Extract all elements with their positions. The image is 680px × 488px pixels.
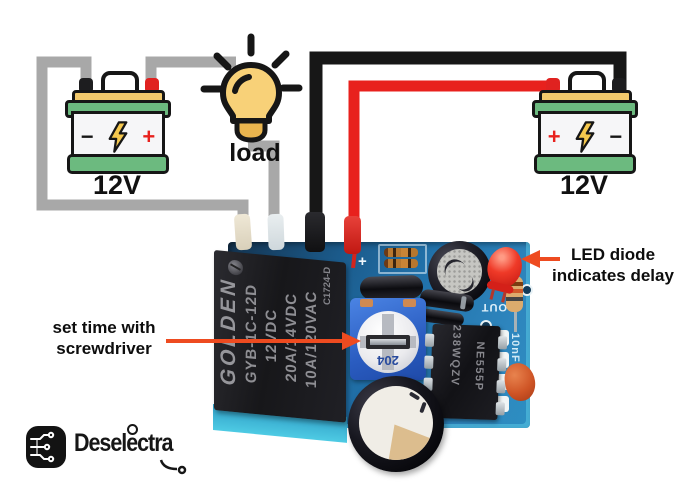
logo-node-ring — [127, 424, 138, 435]
bulb-highlight — [232, 74, 252, 94]
led-annotation: LED diode indicates delay — [543, 245, 680, 286]
bulb-icon — [200, 33, 303, 143]
resistor-lead — [514, 312, 517, 332]
pot-tab — [360, 299, 373, 307]
pot-dial: 204 — [357, 311, 419, 373]
lightning-icon — [575, 120, 595, 153]
annotation-line: LED diode — [570, 245, 656, 264]
set-time-annotation: set time with screwdriver — [28, 318, 180, 359]
black-wire — [309, 51, 627, 242]
battery-voltage-label: 12V — [92, 170, 142, 200]
electrolytic-capacitor-big — [348, 376, 444, 472]
resistor-silkscreen-box — [378, 244, 427, 274]
plus-sign: + — [547, 123, 561, 149]
minus-sign: − — [80, 123, 94, 149]
battery-terminal-positive — [145, 78, 159, 91]
pot-tab — [403, 299, 416, 307]
resistor-icon — [384, 259, 418, 268]
brand-name: Deselectra — [74, 429, 173, 457]
battery-handle — [101, 71, 139, 90]
annotation-line: set time with — [52, 318, 156, 337]
battery-body: − + — [71, 111, 165, 162]
gray-wire-negative — [36, 56, 249, 240]
timing-potentiometer: 204 — [350, 298, 426, 380]
pot-wiper — [370, 339, 406, 345]
bulb-base — [234, 118, 268, 143]
bulb-rays — [200, 33, 303, 93]
battery-base — [67, 154, 169, 174]
red-wire — [348, 80, 552, 254]
logo-tail — [159, 459, 187, 475]
lightning-icon — [108, 120, 128, 153]
circuit-brain-icon — [26, 426, 66, 468]
connector-crimp-red — [344, 216, 361, 254]
pcb-plus-mark: + — [358, 253, 367, 270]
connector-crimp-black — [305, 212, 325, 252]
capacitor-vent — [437, 249, 482, 296]
battery-voltage-label: 12V — [559, 170, 609, 200]
annotation-line: indicates delay — [552, 265, 674, 285]
battery-terminal-negative — [612, 78, 626, 91]
set-time-arrowhead — [342, 332, 361, 350]
resistor-icon — [384, 248, 418, 257]
minus-sign: − — [609, 123, 623, 149]
battery-base — [534, 154, 636, 174]
load-label: load — [229, 139, 281, 167]
circuit-traces — [30, 431, 55, 463]
annotation-line: screwdriver — [56, 338, 152, 358]
led-arrowhead — [521, 250, 540, 268]
battery-left: − + 12V — [64, 70, 171, 200]
plus-sign: + — [142, 123, 156, 149]
capacitor-top — [359, 386, 433, 460]
battery-handle — [568, 71, 606, 90]
battery-terminal-positive — [546, 78, 560, 91]
battery-body: + − — [538, 111, 632, 162]
battery-right: + − 12V — [531, 70, 638, 200]
battery-terminal-negative — [79, 78, 93, 91]
gray-wire-load-to-board — [248, 140, 280, 240]
